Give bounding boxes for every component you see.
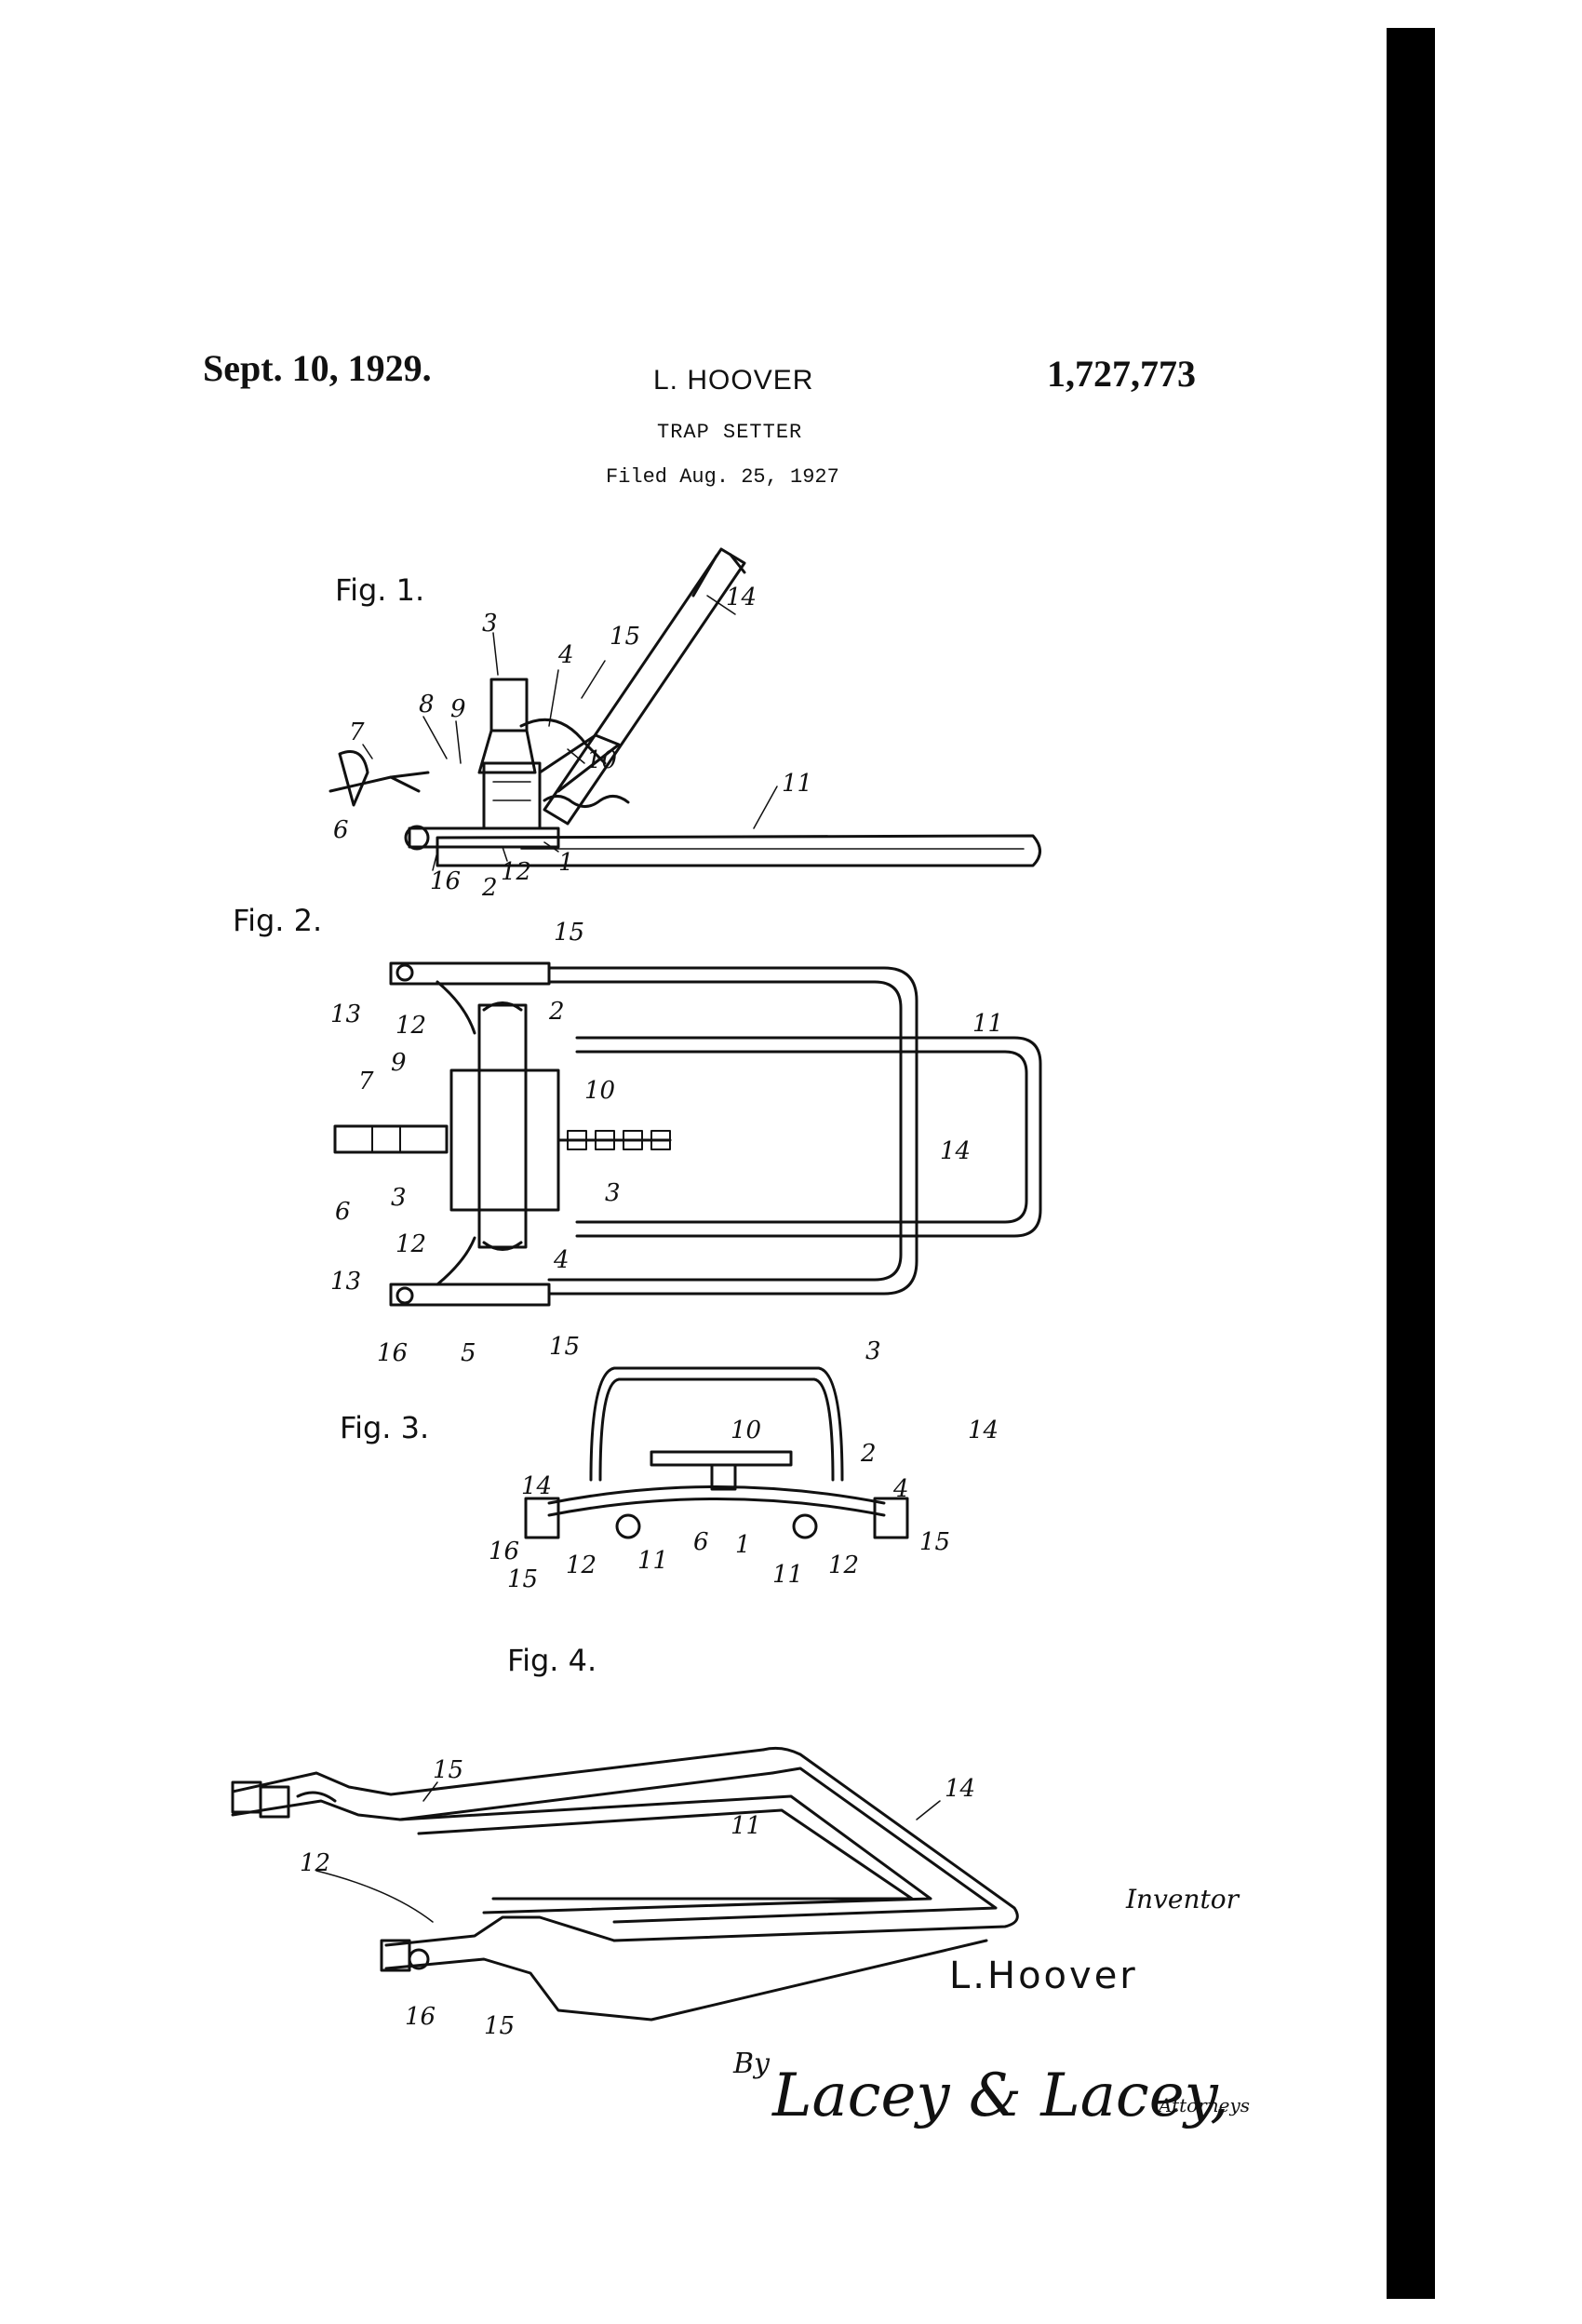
fig2-label: Fig. 2. bbox=[233, 903, 322, 938]
svg-text:2: 2 bbox=[548, 998, 565, 1026]
by-label: By bbox=[733, 2048, 770, 2080]
svg-text:14: 14 bbox=[940, 1137, 971, 1165]
svg-text:5: 5 bbox=[461, 1339, 476, 1367]
svg-text:9: 9 bbox=[450, 695, 466, 723]
svg-text:7: 7 bbox=[349, 719, 365, 746]
svg-text:8: 8 bbox=[419, 691, 435, 719]
svg-text:13: 13 bbox=[330, 1001, 361, 1028]
svg-text:10: 10 bbox=[586, 746, 617, 774]
svg-text:15: 15 bbox=[507, 1565, 538, 1593]
svg-text:16: 16 bbox=[405, 2003, 436, 2031]
figure-2: Fig. 2. 15 11 13 12 2 9 10 7 14 3 6 bbox=[233, 903, 1042, 1367]
svg-text:13: 13 bbox=[330, 1268, 361, 1296]
filing-date: Filed Aug. 25, 1927 bbox=[606, 465, 839, 489]
fig3-label: Fig. 3. bbox=[340, 1410, 429, 1445]
svg-text:11: 11 bbox=[772, 1561, 803, 1589]
svg-text:6: 6 bbox=[693, 1528, 709, 1556]
svg-text:10: 10 bbox=[584, 1077, 615, 1105]
attorney-firm-signature: Lacey & Lacey, bbox=[772, 2062, 1229, 2130]
inventor-label: Inventor bbox=[1126, 1884, 1240, 1914]
svg-text:10: 10 bbox=[731, 1417, 761, 1444]
svg-text:15: 15 bbox=[919, 1528, 950, 1556]
svg-text:15: 15 bbox=[610, 623, 640, 651]
svg-text:11: 11 bbox=[972, 1010, 1003, 1038]
svg-text:12: 12 bbox=[828, 1552, 859, 1579]
scan-edge-bar bbox=[1387, 28, 1435, 2299]
inventor-name: L.Hoover bbox=[949, 1955, 1138, 1997]
svg-text:4: 4 bbox=[553, 1246, 570, 1274]
svg-text:11: 11 bbox=[782, 770, 812, 798]
svg-text:6: 6 bbox=[335, 1198, 351, 1226]
svg-text:3: 3 bbox=[391, 1184, 407, 1212]
svg-text:1: 1 bbox=[558, 849, 574, 877]
svg-text:15: 15 bbox=[484, 2012, 515, 2040]
patent-number: 1,727,773 bbox=[1047, 353, 1196, 395]
svg-text:11: 11 bbox=[637, 1547, 668, 1575]
svg-text:14: 14 bbox=[726, 584, 757, 611]
svg-text:7: 7 bbox=[358, 1068, 374, 1095]
figure-3: Fig. 3. 3 14 10 14 2 4 16 6 1 15 15 12 1… bbox=[340, 1337, 999, 1593]
svg-text:14: 14 bbox=[968, 1417, 999, 1444]
inventor-header: L. HOOVER bbox=[653, 365, 814, 396]
figure-4: Fig. 4. 15 14 11 12 16 15 bbox=[231, 1643, 1019, 2040]
fig1-label: Fig. 1. bbox=[335, 572, 424, 608]
svg-text:4: 4 bbox=[892, 1475, 909, 1503]
patent-date: Sept. 10, 1929. bbox=[203, 347, 432, 389]
svg-text:15: 15 bbox=[433, 1756, 463, 1784]
svg-text:11: 11 bbox=[731, 1812, 761, 1840]
svg-text:14: 14 bbox=[521, 1472, 552, 1500]
patent-title: TRAP SETTER bbox=[657, 421, 803, 444]
svg-text:6: 6 bbox=[333, 816, 349, 844]
svg-text:14: 14 bbox=[945, 1775, 975, 1803]
svg-text:3: 3 bbox=[605, 1179, 621, 1207]
svg-text:12: 12 bbox=[396, 1012, 426, 1040]
svg-text:16: 16 bbox=[430, 867, 461, 895]
svg-text:1: 1 bbox=[735, 1531, 751, 1559]
svg-text:3: 3 bbox=[865, 1337, 881, 1365]
svg-text:12: 12 bbox=[566, 1552, 597, 1579]
svg-text:15: 15 bbox=[554, 919, 584, 947]
svg-text:9: 9 bbox=[391, 1049, 407, 1077]
svg-text:12: 12 bbox=[396, 1230, 426, 1258]
svg-text:16: 16 bbox=[489, 1538, 519, 1565]
svg-text:12: 12 bbox=[501, 858, 531, 886]
svg-text:16: 16 bbox=[377, 1339, 408, 1367]
svg-text:15: 15 bbox=[549, 1333, 580, 1361]
svg-text:3: 3 bbox=[482, 610, 498, 638]
figure-1: Fig. 1. bbox=[328, 547, 1041, 902]
svg-text:4: 4 bbox=[557, 641, 574, 669]
attorneys-label: Attorneys bbox=[1159, 2094, 1251, 2116]
svg-text:2: 2 bbox=[481, 874, 498, 902]
fig4-label: Fig. 4. bbox=[507, 1643, 597, 1678]
svg-text:2: 2 bbox=[860, 1440, 877, 1468]
